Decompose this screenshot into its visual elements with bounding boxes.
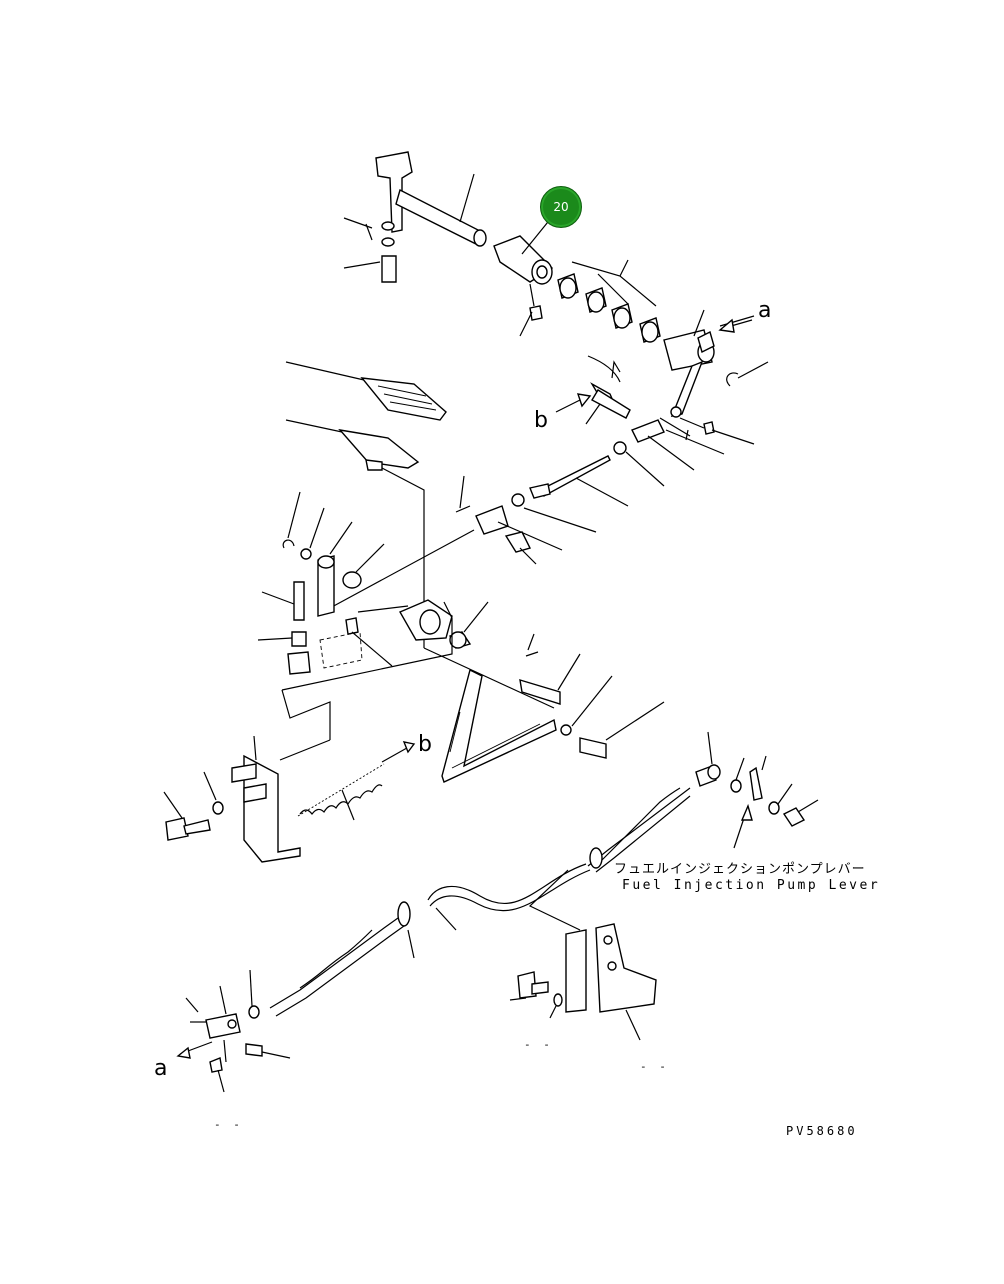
arrow-label-a-top: a [758, 298, 772, 323]
arrow-label-b-spring: b [418, 732, 432, 757]
dash-mark-right: - - [640, 1060, 669, 1073]
spring-bracket [163, 735, 416, 863]
throttle-cable [269, 731, 819, 1017]
arrow-label-a-bottom: a [154, 1056, 168, 1081]
shaft-assembly [343, 151, 769, 445]
arrow-label-b-middle: b [534, 408, 548, 433]
annotation-japanese: フュエルインジェクションポンプレバー [614, 862, 866, 877]
drawing-number: PV58680 [786, 1124, 858, 1138]
cable-bracket [509, 923, 657, 1041]
dash-mark-left: - - [214, 1118, 243, 1131]
reference-arrows [555, 318, 753, 413]
pedal-assembly [285, 361, 555, 709]
pivot-assembly [257, 491, 489, 740]
callout-badge-20[interactable]: 20 [540, 186, 582, 228]
linkage-rod [329, 355, 725, 609]
annotation-english: Fuel Injection Pump Lever [622, 878, 881, 893]
pedal-frame [441, 633, 665, 783]
dash-mark-center: - - [524, 1038, 553, 1051]
cable-end-fitting [176, 969, 291, 1093]
